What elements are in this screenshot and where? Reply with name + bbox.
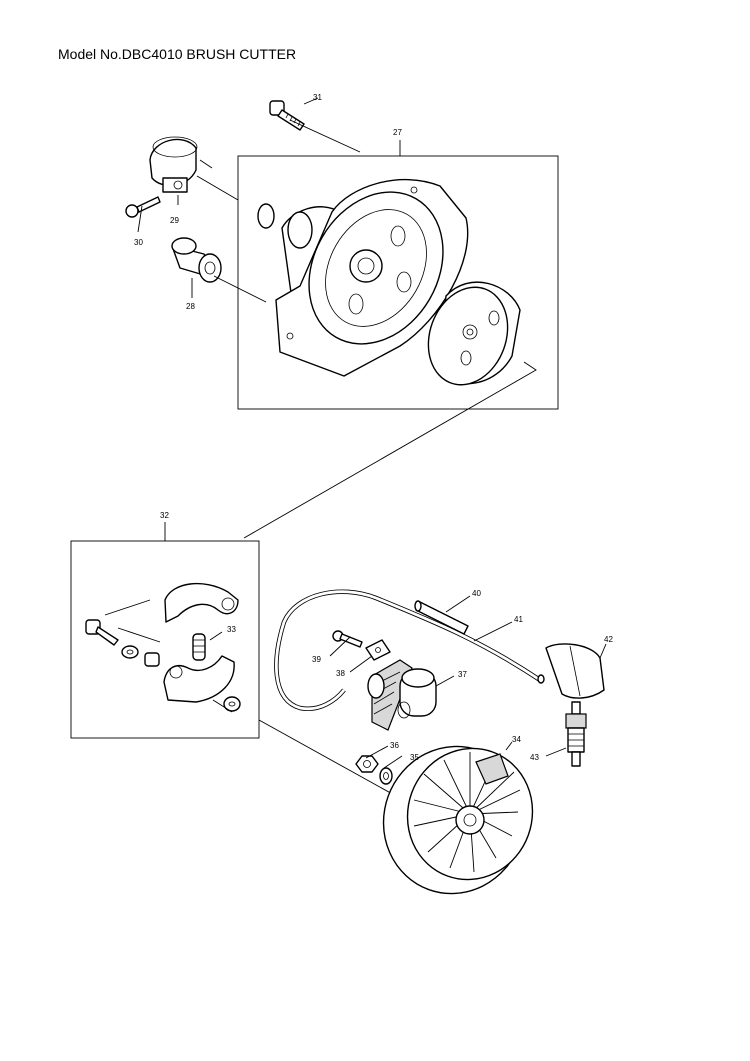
callout-labels: 31 27 29 30 28 32 33 40 41 42 39 38 37 3… <box>134 93 613 762</box>
part-36-nut <box>355 755 379 773</box>
part-37-ignition-coil <box>367 659 437 731</box>
leader-lines-lower <box>209 631 397 797</box>
part-30-screw <box>125 196 161 218</box>
part-34-flywheel <box>382 745 534 895</box>
leader-lines-upper <box>289 97 401 156</box>
leader-lines-shoe <box>104 599 233 713</box>
part-clutch-shoe-top <box>164 582 239 623</box>
callout-41: 41 <box>514 615 523 624</box>
part-40-tube <box>414 600 469 635</box>
part-38-plate <box>365 639 391 661</box>
callout-38: 38 <box>336 669 345 678</box>
retaining-ring-icon <box>257 203 275 229</box>
callout-35: 35 <box>410 753 419 762</box>
callout-43: 43 <box>530 753 539 762</box>
leader-lines-bushing <box>191 275 267 303</box>
part-39-screw <box>332 630 363 648</box>
page-title: Model No.DBC4010 BRUSH CUTTER <box>58 46 297 62</box>
lower-assembly <box>70 522 607 895</box>
part-29-clamp <box>149 136 198 193</box>
leader-lines-right <box>329 595 607 769</box>
collar-icon <box>144 652 160 667</box>
washer-lower-icon <box>223 696 241 712</box>
callout-30: 30 <box>134 238 143 247</box>
washer-icon <box>121 645 139 659</box>
callout-27: 27 <box>393 128 402 137</box>
callout-31: 31 <box>313 93 322 102</box>
callout-37: 37 <box>458 670 467 679</box>
callout-42: 42 <box>604 635 613 644</box>
callout-32: 32 <box>160 511 169 520</box>
callout-40: 40 <box>472 589 481 598</box>
part-41-wire <box>274 589 545 712</box>
part-43-spark-plug <box>565 701 587 767</box>
leader-lines-clamp <box>137 159 239 233</box>
part-clutch-shoe-bottom <box>163 655 235 703</box>
callout-39: 39 <box>312 655 321 664</box>
leader-line-link <box>243 361 537 539</box>
group-box-27 <box>237 155 559 410</box>
callout-36: 36 <box>390 741 399 750</box>
part-clutch-drum <box>427 281 521 386</box>
callout-34: 34 <box>512 735 521 744</box>
part-42-plug-cap <box>545 643 605 699</box>
upper-assembly <box>125 97 559 539</box>
part-33-spring <box>192 633 206 661</box>
callout-28: 28 <box>186 302 195 311</box>
part-28-bushing <box>171 237 222 283</box>
part-31-bolt <box>269 100 305 131</box>
callout-29: 29 <box>170 216 179 225</box>
part-35-washer <box>379 767 393 785</box>
part-27-clutch-housing <box>275 178 469 377</box>
callout-33: 33 <box>227 625 236 634</box>
part-shoe-bolt <box>85 619 119 646</box>
